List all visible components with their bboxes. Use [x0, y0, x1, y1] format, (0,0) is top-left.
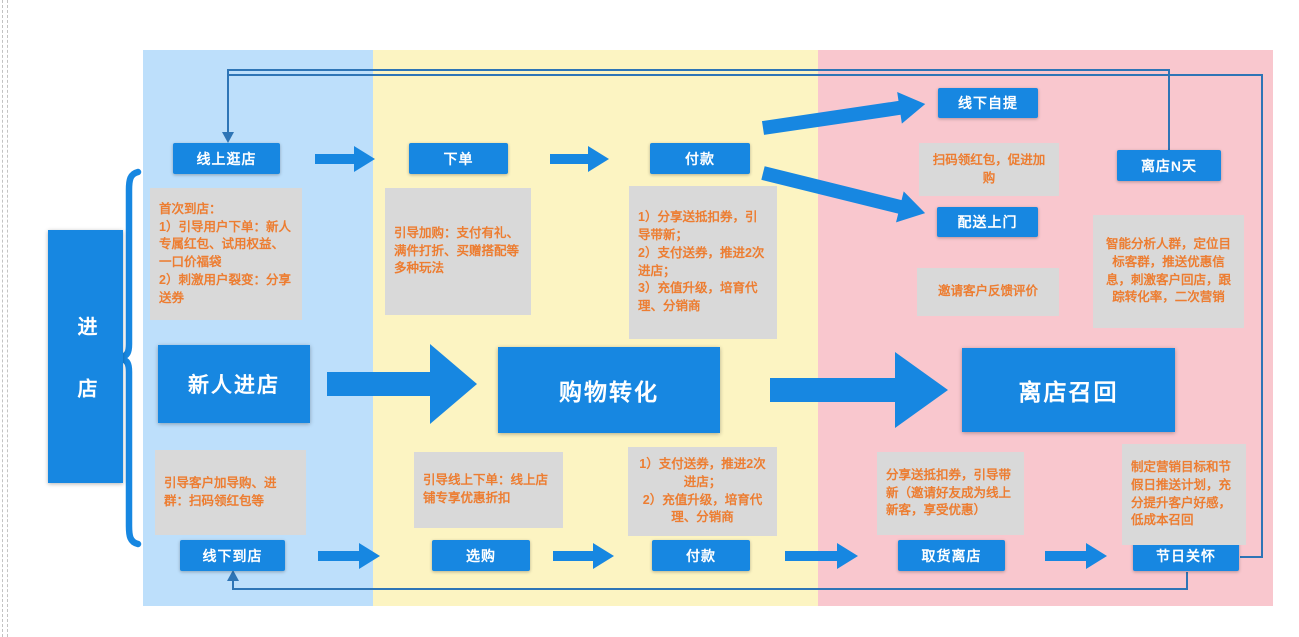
connector-bottom-loop	[232, 572, 1188, 590]
arrow-right-icon	[318, 543, 380, 569]
note-invite-feedback: 邀请客户反馈评价	[917, 268, 1059, 316]
arrowhead-down-icon	[222, 132, 234, 143]
node-leave-store-n-days: 离店N天	[1117, 150, 1221, 181]
arrow-right-icon	[1045, 543, 1107, 569]
big-arrow-right-icon	[770, 352, 948, 428]
node-offline-arrive-store: 线下到店	[180, 540, 285, 571]
node-offline-self-pickup: 线下自提	[938, 88, 1038, 118]
node-pickup-leave-store: 取货离店	[898, 540, 1005, 571]
node-enter-store: 进店	[48, 230, 123, 483]
node-holiday-care: 节日关怀	[1133, 540, 1239, 571]
note-marketing-plan: 制定营销目标和节假日推送计划，充分提升客户好感，低成本召回	[1122, 444, 1246, 545]
diagonal-arrow-up-icon	[761, 92, 926, 135]
node-place-order: 下单	[409, 143, 508, 174]
node-online-browse-store: 线上逛店	[173, 143, 280, 174]
note-guide-online-order: 引导线上下单：线上店铺专享优惠折扣	[414, 452, 563, 528]
stage-leave-store-recall: 离店召回	[962, 348, 1175, 432]
node-pay-online: 付款	[650, 143, 750, 174]
note-guide-add-cart: 引导加购：支付有礼、满件打折、买赠搭配等多种玩法	[385, 188, 531, 315]
note-scan-redpacket: 扫码领红包，促进加购	[919, 143, 1059, 196]
diagonal-arrow-down-icon	[761, 166, 926, 223]
note-smart-analysis: 智能分析人群，定位目标客群，推送优惠信息，刺激客户回店，跟踪转化率，二次营销	[1093, 215, 1244, 328]
connector-top-loop-ndays	[227, 69, 1170, 150]
stage-new-customer-enter: 新人进店	[158, 345, 310, 423]
node-pay-offline: 付款	[652, 540, 750, 571]
big-arrow-right-icon	[327, 344, 477, 424]
arrow-right-icon	[553, 543, 614, 569]
note-pay-incentives: 1）分享送抵扣券，引导带新； 2）支付送券，推进2次进店； 3）充值升级，培育代…	[629, 186, 777, 339]
arrow-right-icon	[785, 543, 858, 569]
note-pay-upgrade: 1）支付送券，推进2次进店； 2）充值升级，培育代理、分销商	[628, 447, 777, 536]
stage-shopping-conversion: 购物转化	[498, 347, 720, 433]
note-guide-group: 引导客户加导购、进群：扫码领红包等	[155, 450, 306, 535]
node-select-goods: 选购	[432, 540, 530, 571]
note-first-visit: 首次到店： 1）引导用户下单：新人专属红包、试用权益、一口价福袋 2）刺激用户裂…	[150, 188, 302, 320]
arrow-right-icon	[550, 146, 609, 172]
note-share-coupon: 分享送抵扣券，引导带新（邀请好友成为线上新客，享受优惠）	[877, 452, 1024, 535]
page-edge-dashed-line	[2, 0, 8, 637]
arrow-right-icon	[315, 146, 375, 172]
connector-top-loop-holiday	[229, 74, 1263, 558]
node-home-delivery: 配送上门	[937, 207, 1038, 237]
arrowhead-up-icon	[227, 570, 239, 581]
